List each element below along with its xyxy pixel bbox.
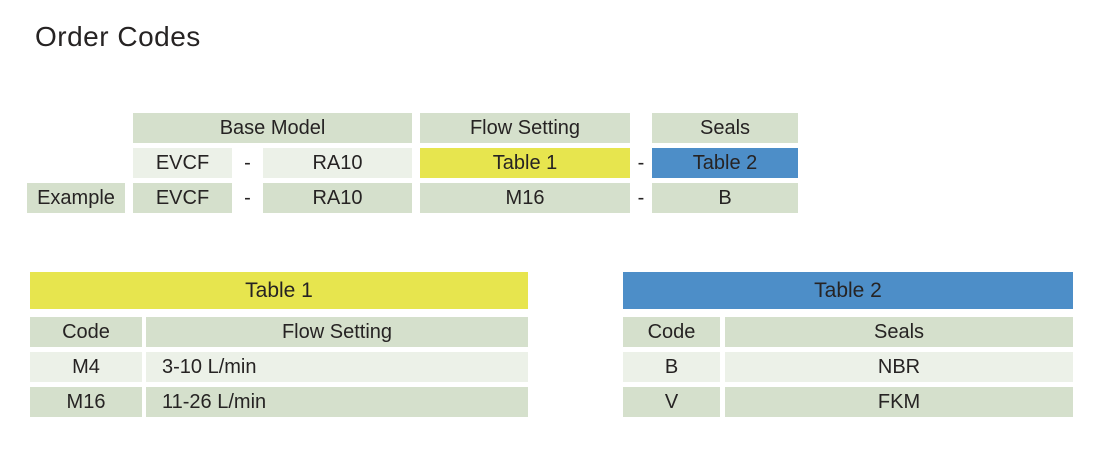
dash-separator: - <box>244 187 251 209</box>
example-prefix-cell: EVCF <box>133 183 232 213</box>
table1-row-value: 11-26 L/min <box>146 387 528 417</box>
table2-row-value: NBR <box>725 352 1073 382</box>
example-label: Example <box>27 183 125 213</box>
table2-row-code: B <box>623 352 720 382</box>
example-seals-cell: B <box>652 183 798 213</box>
table1-col-header-code: Code <box>30 317 142 347</box>
table1-col-header-flow-setting: Flow Setting <box>146 317 528 347</box>
dash-separator: - <box>637 152 645 174</box>
dash-separator: - <box>244 152 251 174</box>
table2-seals: Table 2 Code Seals B NBR V FKM <box>623 272 1073 418</box>
table2-row-code: V <box>623 387 720 417</box>
builder-header-base-model: Base Model <box>133 113 412 143</box>
code-flow-setting-cell: Table 1 <box>420 148 630 178</box>
code-base-model-cell: RA10 <box>263 148 412 178</box>
table1-row-value: 3-10 L/min <box>146 352 528 382</box>
example-flow-setting-cell: M16 <box>420 183 630 213</box>
code-prefix-cell: EVCF <box>133 148 232 178</box>
page-title: Order Codes <box>35 21 201 52</box>
table2-row-value: FKM <box>725 387 1073 417</box>
table2-title: Table 2 <box>623 272 1073 309</box>
code-seals-cell: Table 2 <box>652 148 798 178</box>
table2-col-header-code: Code <box>623 317 720 347</box>
builder-header-seals: Seals <box>652 113 798 143</box>
table1-flow-settings: Table 1 Code Flow Setting M4 3-10 L/min … <box>30 272 528 418</box>
example-base-model-cell: RA10 <box>263 183 412 213</box>
table1-title: Table 1 <box>30 272 528 309</box>
builder-header-flow-setting: Flow Setting <box>420 113 630 143</box>
table1-row-code: M4 <box>30 352 142 382</box>
dash-separator: - <box>637 187 645 209</box>
table2-col-header-seals: Seals <box>725 317 1073 347</box>
table1-row-code: M16 <box>30 387 142 417</box>
